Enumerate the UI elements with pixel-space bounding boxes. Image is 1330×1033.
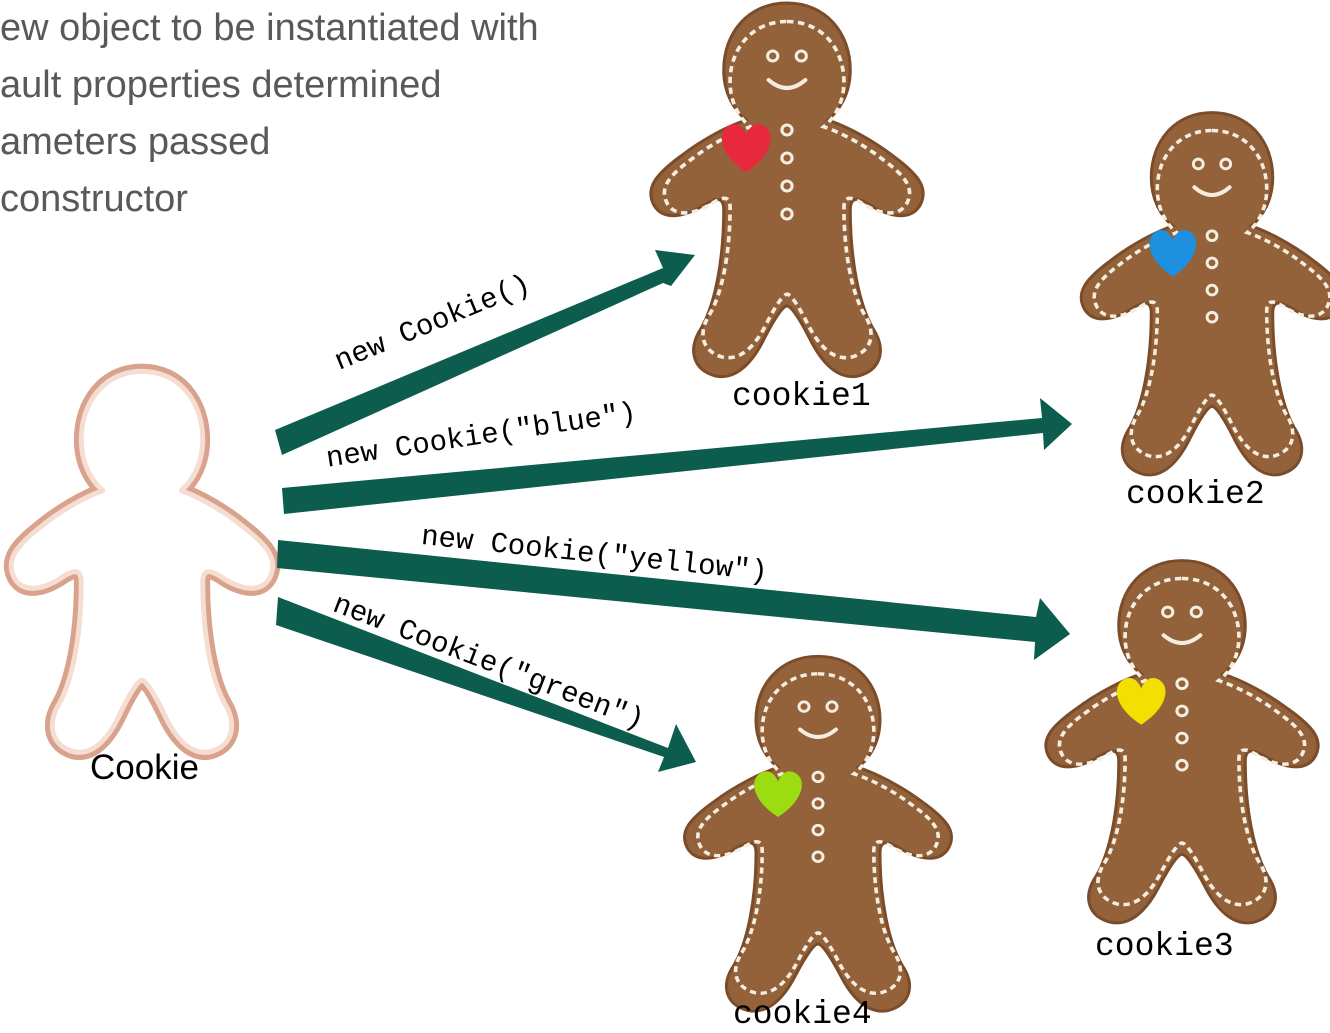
description-line: ault properties determined [0,57,539,114]
object-label-cookie2: cookie2 [1126,476,1265,513]
object-label-cookie1: cookie1 [732,378,871,415]
cookie-cutter [11,371,273,752]
cookie4-figure [684,656,951,1011]
object-label-cookie4: cookie4 [733,996,872,1033]
description-line: constructor [0,171,539,228]
cookie2-figure [1081,113,1330,475]
description-line: ew object to be instantiated with [0,0,539,57]
cookie1-figure [651,3,923,377]
cookie3-figure [1046,561,1318,923]
description-text: ew object to be instantiated with ault p… [0,0,539,228]
object-label-cookie3: cookie3 [1095,928,1234,965]
description-line: ameters passed [0,114,539,171]
class-label: Cookie [90,748,199,788]
